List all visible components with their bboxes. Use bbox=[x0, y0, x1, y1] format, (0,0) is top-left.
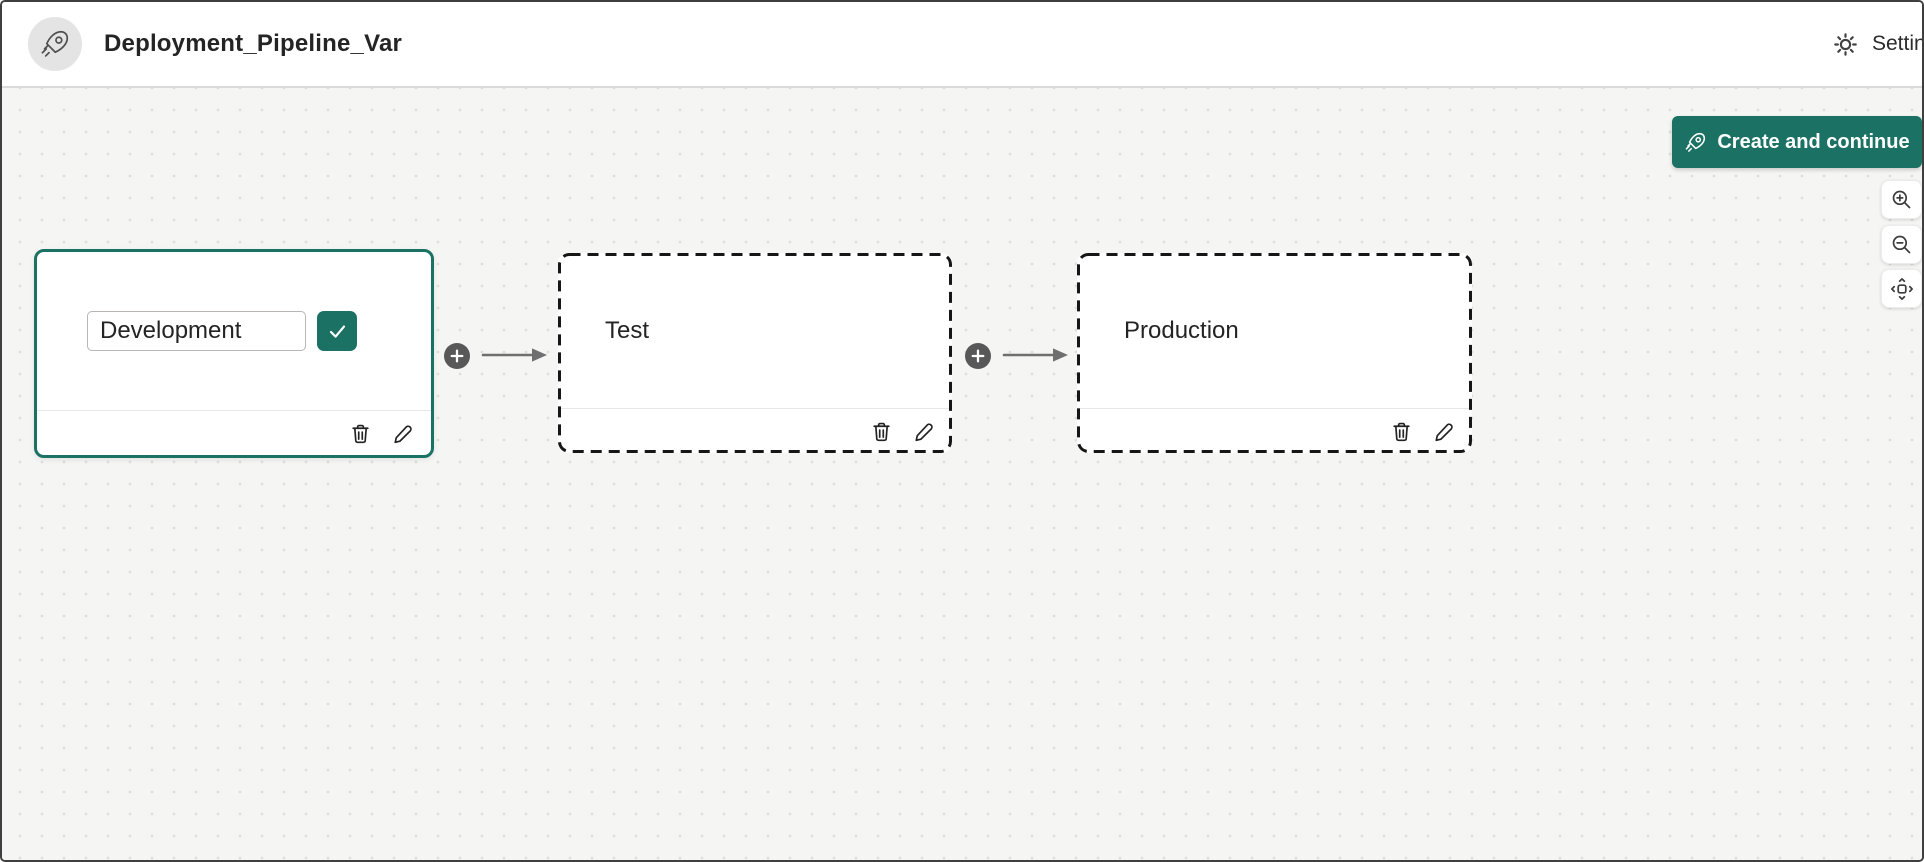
add-stage-button[interactable] bbox=[965, 343, 991, 369]
stage-card-development[interactable] bbox=[34, 249, 434, 458]
confirm-name-button[interactable] bbox=[317, 311, 357, 351]
pencil-icon bbox=[1435, 422, 1453, 441]
stage-body: Test bbox=[558, 253, 952, 408]
rocket-icon bbox=[41, 30, 69, 57]
rocket-icon bbox=[1686, 132, 1706, 152]
stage-footer bbox=[558, 408, 952, 453]
settings-button[interactable]: Settings bbox=[1832, 2, 1922, 86]
create-and-continue-button[interactable]: Create and continue bbox=[1672, 116, 1922, 168]
delete-stage-button[interactable] bbox=[1390, 420, 1413, 443]
zoom-out-button[interactable] bbox=[1881, 225, 1922, 264]
header-bar: Deployment_Pipeline_Var Settings bbox=[2, 2, 1922, 88]
create-and-continue-label: Create and continue bbox=[1717, 130, 1910, 153]
settings-label: Settings bbox=[1872, 32, 1922, 55]
plus-icon bbox=[971, 349, 985, 363]
flow-arrow bbox=[481, 348, 547, 362]
pipeline-avatar bbox=[28, 17, 82, 71]
trash-icon bbox=[352, 424, 369, 443]
stage-label: Test bbox=[605, 316, 650, 344]
stage-footer bbox=[1077, 408, 1472, 453]
trash-icon bbox=[873, 422, 890, 441]
zoom-out-icon bbox=[1892, 235, 1911, 254]
trash-icon bbox=[1393, 422, 1410, 441]
zoom-in-button[interactable] bbox=[1881, 180, 1922, 219]
stage-body: Production bbox=[1077, 253, 1472, 408]
delete-stage-button[interactable] bbox=[870, 420, 893, 443]
stage-footer bbox=[37, 410, 431, 455]
stage-card-test[interactable]: Test bbox=[558, 253, 952, 453]
edit-stage-button[interactable] bbox=[1433, 420, 1456, 443]
plus-icon bbox=[450, 349, 464, 363]
pipeline-canvas: Create and continue bbox=[2, 88, 1922, 860]
add-stage-button[interactable] bbox=[444, 343, 470, 369]
flow-arrow bbox=[1002, 348, 1068, 362]
stage-label: Production bbox=[1124, 316, 1239, 344]
page-title: Deployment_Pipeline_Var bbox=[104, 30, 403, 57]
fit-view-button[interactable] bbox=[1881, 269, 1922, 308]
stage-body bbox=[37, 252, 431, 410]
gear-icon bbox=[1834, 32, 1857, 56]
checkmark-icon bbox=[329, 324, 345, 338]
pencil-icon bbox=[915, 422, 933, 441]
fit-view-icon bbox=[1890, 277, 1913, 300]
edit-stage-button[interactable] bbox=[913, 420, 936, 443]
stage-name-input[interactable] bbox=[87, 311, 306, 351]
zoom-in-icon bbox=[1892, 190, 1911, 209]
edit-stage-button[interactable] bbox=[392, 422, 415, 445]
delete-stage-button[interactable] bbox=[349, 422, 372, 445]
pencil-icon bbox=[394, 424, 412, 443]
stage-card-production[interactable]: Production bbox=[1077, 253, 1472, 453]
